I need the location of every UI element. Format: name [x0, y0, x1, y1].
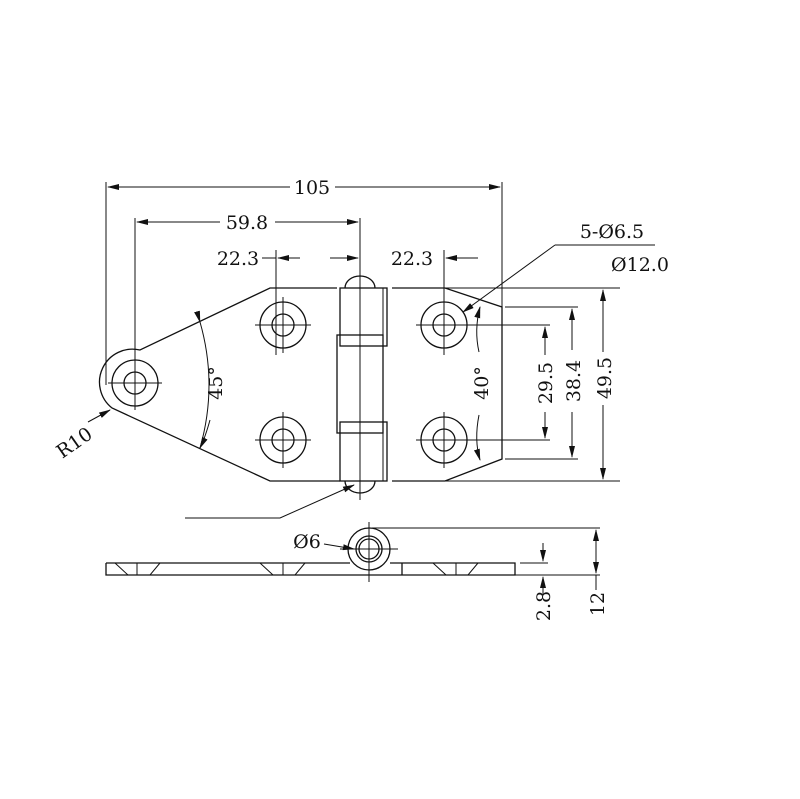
leader-line — [185, 484, 355, 519]
hinge-knuckle — [336, 275, 388, 494]
hole — [255, 412, 311, 468]
pin-diameter-label: Ø6 — [293, 531, 321, 553]
dim-22-3-left-label: 22.3 — [217, 248, 259, 270]
angle-45-label: 45° — [205, 366, 227, 400]
dim-12-label: 12 — [587, 592, 609, 616]
counterbore-label: Ø12.0 — [611, 254, 669, 276]
angle-40-label: 40° — [471, 366, 493, 400]
pin-diameter-callout: Ø6 — [293, 531, 355, 553]
mounting-holes — [108, 297, 472, 468]
hole — [416, 412, 472, 468]
hole — [108, 356, 162, 410]
hole-callout: 5-Ø6.5 Ø12.0 — [462, 221, 669, 313]
dim-hole-offset-right: 22.3 — [391, 248, 478, 355]
dim-105-label: 105 — [294, 177, 330, 199]
hole — [255, 297, 311, 353]
dim-tip-width: 38.4 — [505, 306, 585, 460]
left-leaf-outline — [98, 287, 340, 482]
dim-pivot-to-axis: 59.8 — [134, 212, 361, 500]
dim-29-5-label: 29.5 — [535, 362, 557, 404]
hole — [416, 297, 472, 353]
dim-overall-length: 105 — [105, 177, 503, 385]
dim-49-5-label: 49.5 — [594, 357, 616, 399]
side-view — [105, 522, 600, 582]
right-leaf-outline — [392, 287, 503, 482]
dim-22-3-right-label: 22.3 — [391, 248, 433, 270]
radius-label: R10 — [52, 423, 96, 463]
dim-59-8-label: 59.8 — [226, 212, 268, 234]
holes-spec-label: 5-Ø6.5 — [580, 221, 644, 243]
dim-plate-thickness: 2.8 — [533, 543, 555, 621]
dim-hole-spacing: 29.5 — [470, 324, 557, 441]
dim-2-8-label: 2.8 — [533, 591, 555, 621]
dim-overall-width: 49.5 — [594, 289, 616, 480]
angle-45: 45° — [194, 310, 227, 449]
radius-callout: R10 — [52, 409, 111, 463]
angle-40: 40° — [471, 306, 493, 461]
dim-38-4-label: 38.4 — [563, 360, 585, 402]
dim-overall-height: 12 — [587, 529, 609, 616]
